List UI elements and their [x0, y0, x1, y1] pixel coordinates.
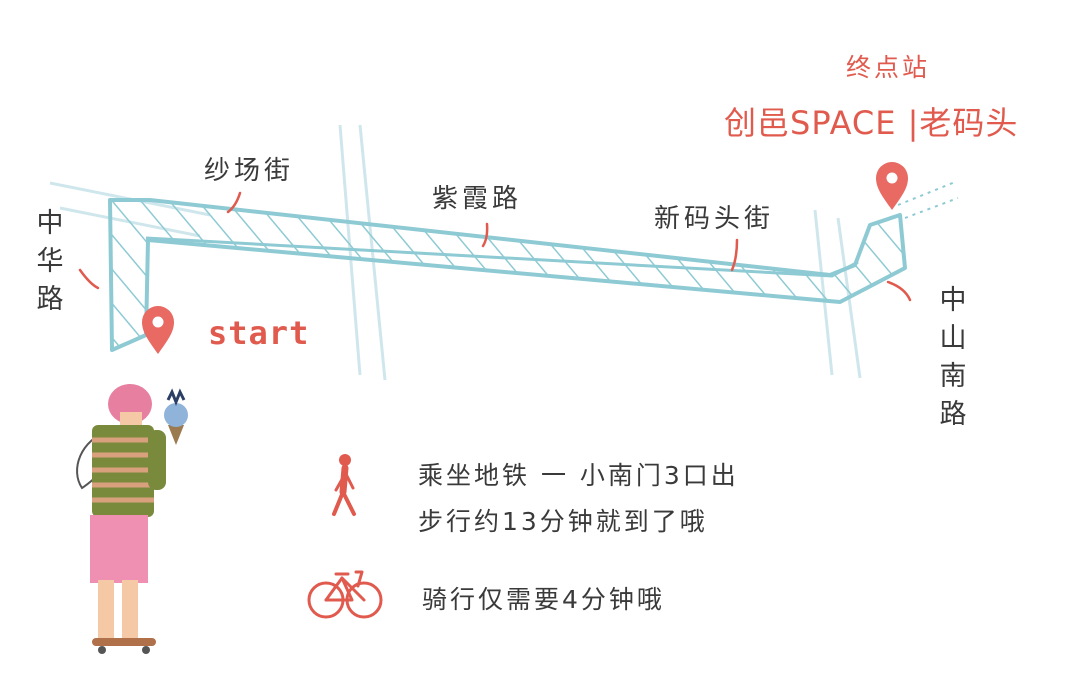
street-label-char: 华 — [36, 246, 64, 277]
street-label-char: 中 — [36, 208, 64, 239]
street-label-char: 路 — [36, 284, 64, 315]
walking-person-icon — [332, 454, 356, 516]
start-label: start — [208, 314, 310, 352]
walk-directions-line1: 乘坐地铁 一 小南门3口出 — [418, 461, 739, 490]
label-ticks — [78, 191, 912, 302]
bicycle-icon — [307, 570, 383, 619]
start-pin-icon[interactable] — [142, 306, 174, 354]
street-label-char: 山 — [939, 323, 967, 354]
street-label-zixia: 紫霞路 — [432, 184, 523, 214]
destination-caption: 终点站 — [846, 53, 931, 82]
street-label-shachang: 纱场街 — [204, 156, 295, 186]
bike-directions: 骑行仅需要4分钟哦 — [422, 585, 665, 614]
street-label-char: 南 — [939, 361, 967, 392]
street-label-char: 中 — [939, 285, 967, 316]
street-label-zhongshan-south: 中 山 南 路 — [937, 282, 969, 434]
street-label-xinmatou: 新码头街 — [654, 204, 775, 234]
street-label-zhonghua: 中 华 路 — [34, 205, 66, 319]
dotted-path — [897, 181, 959, 219]
route-road — [108, 198, 907, 352]
person-illustration — [76, 384, 188, 654]
end-pin-icon[interactable] — [876, 162, 908, 210]
walk-directions-line2: 步行约13分钟就到了哦 — [418, 507, 708, 536]
destination-name: 创邑SPACE |老码头 — [724, 104, 1019, 142]
street-label-char: 路 — [939, 399, 967, 430]
